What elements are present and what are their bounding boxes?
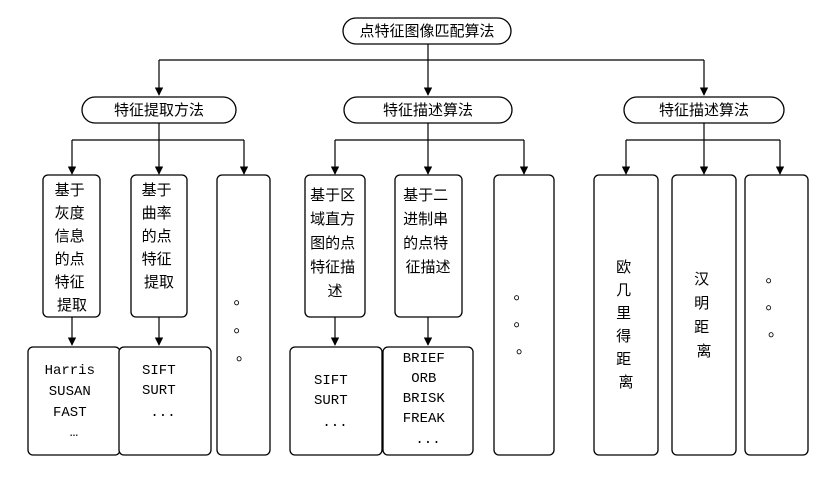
method-gray-point-line: 的点 [55,250,85,268]
example-item: ... [415,432,440,448]
method-binary-string: 基于二 进制串 的点特 征描述 [394,174,463,318]
method-euclidean-line: 几 [616,281,631,299]
ellipsis-dot: 。 [513,311,529,330]
method-region-hist-line: 图的点 [310,234,355,252]
svg-text:基于 灰度 信息 的点: 基于 灰度 信息 的点 特征 提取 [55,181,90,314]
method-gray-point-line: 基于 [55,181,85,199]
method-region-hist-line: 基于区 [310,186,355,204]
category-description-node: 特征描述算法 [343,96,513,124]
connectors-description [330,123,529,175]
ellipsis-dot: 。 [765,294,781,313]
example-item: ... [150,405,175,421]
svg-text:BRIEF ORB BRISK: BRIEF ORB BRISK FREAK ... [403,351,453,448]
svg-text:基于二 进制串 的点特: 基于二 进制串 的点特 征描述 [403,186,453,276]
method-euclidean: 欧 几 里 得 距 离 [593,174,659,456]
svg-text:。 。 。: 。 。 。 [233,289,254,364]
svg-text:SIFT SURT ...: SIFT SURT ... [142,363,184,421]
example-item: FREAK [403,411,446,427]
connectors-extraction [67,123,249,175]
category-description-label: 特征描述算法 [383,101,473,119]
example-item: BRISK [403,391,446,407]
method-curvature-point-line: 特征 [142,250,172,268]
method-curvature-point-line: 的点 [142,227,172,245]
examples-gray: Harris SUSAN FAST … [27,346,121,456]
example-item: SURT [314,393,348,409]
example-item: ... [322,415,347,431]
method-describe-more: 。 。 。 [493,174,555,456]
method-binary-string-line: 征描述 [405,258,450,276]
svg-text:基于区 域直方 图的点: 基于区 域直方 图的点 特征描 述 [310,186,360,300]
method-hamming-line: 距 [694,318,709,336]
method-hamming-line: 汉 [694,270,709,288]
example-item: FAST [53,405,87,421]
examples-hist: SIFT SURT ... [289,346,383,456]
method-curvature-point-line: 曲率 [142,204,172,222]
method-extract-more: 。 。 。 [216,174,271,456]
ellipsis-dot: 。 [236,345,252,364]
method-region-hist-line: 特征描 [310,258,355,276]
examples-binary: BRIEF ORB BRISK FREAK ... [382,346,474,456]
example-item: … [70,425,78,441]
ellipsis-dot: 。 [233,289,249,308]
ellipsis-dot: 。 [765,267,781,286]
method-euclidean-line: 离 [618,373,633,391]
connectors-root [154,42,709,96]
connectors-distance [621,123,785,175]
method-gray-point-line: 提取 [57,296,87,314]
category-distance-label: 特征描述算法 [659,101,749,119]
method-gray-point-line: 信息 [55,227,85,245]
example-item: SURT [142,383,176,399]
svg-text:Harris SUSAN FAST: Harris SUSAN FAST … [45,363,104,441]
ellipsis-dot: 。 [768,321,784,340]
svg-text:基于 曲率 的点 特征: 基于 曲率 的点 特征 提取 [142,181,177,291]
svg-text:。 。 。: 。 。 。 [513,284,534,357]
method-binary-string-line: 进制串 [403,210,448,228]
root-label: 点特征图像匹配算法 [359,22,494,40]
method-curvature-point-line: 基于 [142,181,172,199]
connectors-examples [67,317,433,346]
method-binary-string-line: 的点特 [403,234,448,252]
method-hamming-line: 明 [694,294,709,312]
method-binary-string-line: 基于二 [403,186,448,204]
example-item: SUSAN [49,384,91,400]
category-extraction-node: 特征提取方法 [81,96,237,124]
example-item: BRIEF [403,351,445,367]
category-extraction-label: 特征提取方法 [114,101,204,119]
example-item: SIFT [142,363,176,379]
method-hamming: 汉 明 距 离 [671,174,737,456]
method-hamming-line: 离 [696,342,711,360]
method-region-hist-line: 域直方 [310,210,355,228]
category-distance-node: 特征描述算法 [623,96,785,124]
examples-curvature: SIFT SURT ... [118,346,212,456]
svg-text:。 。 。: 。 。 。 [765,267,786,340]
method-euclidean-line: 里 [616,304,631,322]
example-item: ORB [411,371,436,387]
method-euclidean-line: 距 [616,350,631,368]
method-gray-point-line: 灰度 [55,204,85,222]
svg-text:欧 几 里 得: 欧 几 里 得 距 离 [616,258,636,391]
method-euclidean-line: 得 [616,327,631,345]
svg-text:SIFT SURT ...: SIFT SURT ... [314,373,356,431]
svg-text:汉 明 距 离: 汉 明 距 离 [694,270,714,360]
method-gray-point-line: 特征 [55,273,85,291]
method-gray-point: 基于 灰度 信息 的点 特征 提取 [42,174,101,318]
example-item: Harris [45,363,95,379]
ellipsis-dot: 。 [513,284,529,303]
ellipsis-dot: 。 [516,338,532,357]
method-curvature-point: 基于 曲率 的点 特征 提取 [130,174,188,318]
method-distance-more: 。 。 。 [744,174,809,456]
example-item: SIFT [314,373,348,389]
ellipsis-dot: 。 [233,317,249,336]
method-region-hist-line: 述 [327,282,342,300]
method-region-hist: 基于区 域直方 图的点 特征描 述 [304,174,366,318]
root-node: 点特征图像匹配算法 [342,17,512,45]
method-euclidean-line: 欧 [616,258,631,276]
method-curvature-point-line: 提取 [144,273,174,291]
